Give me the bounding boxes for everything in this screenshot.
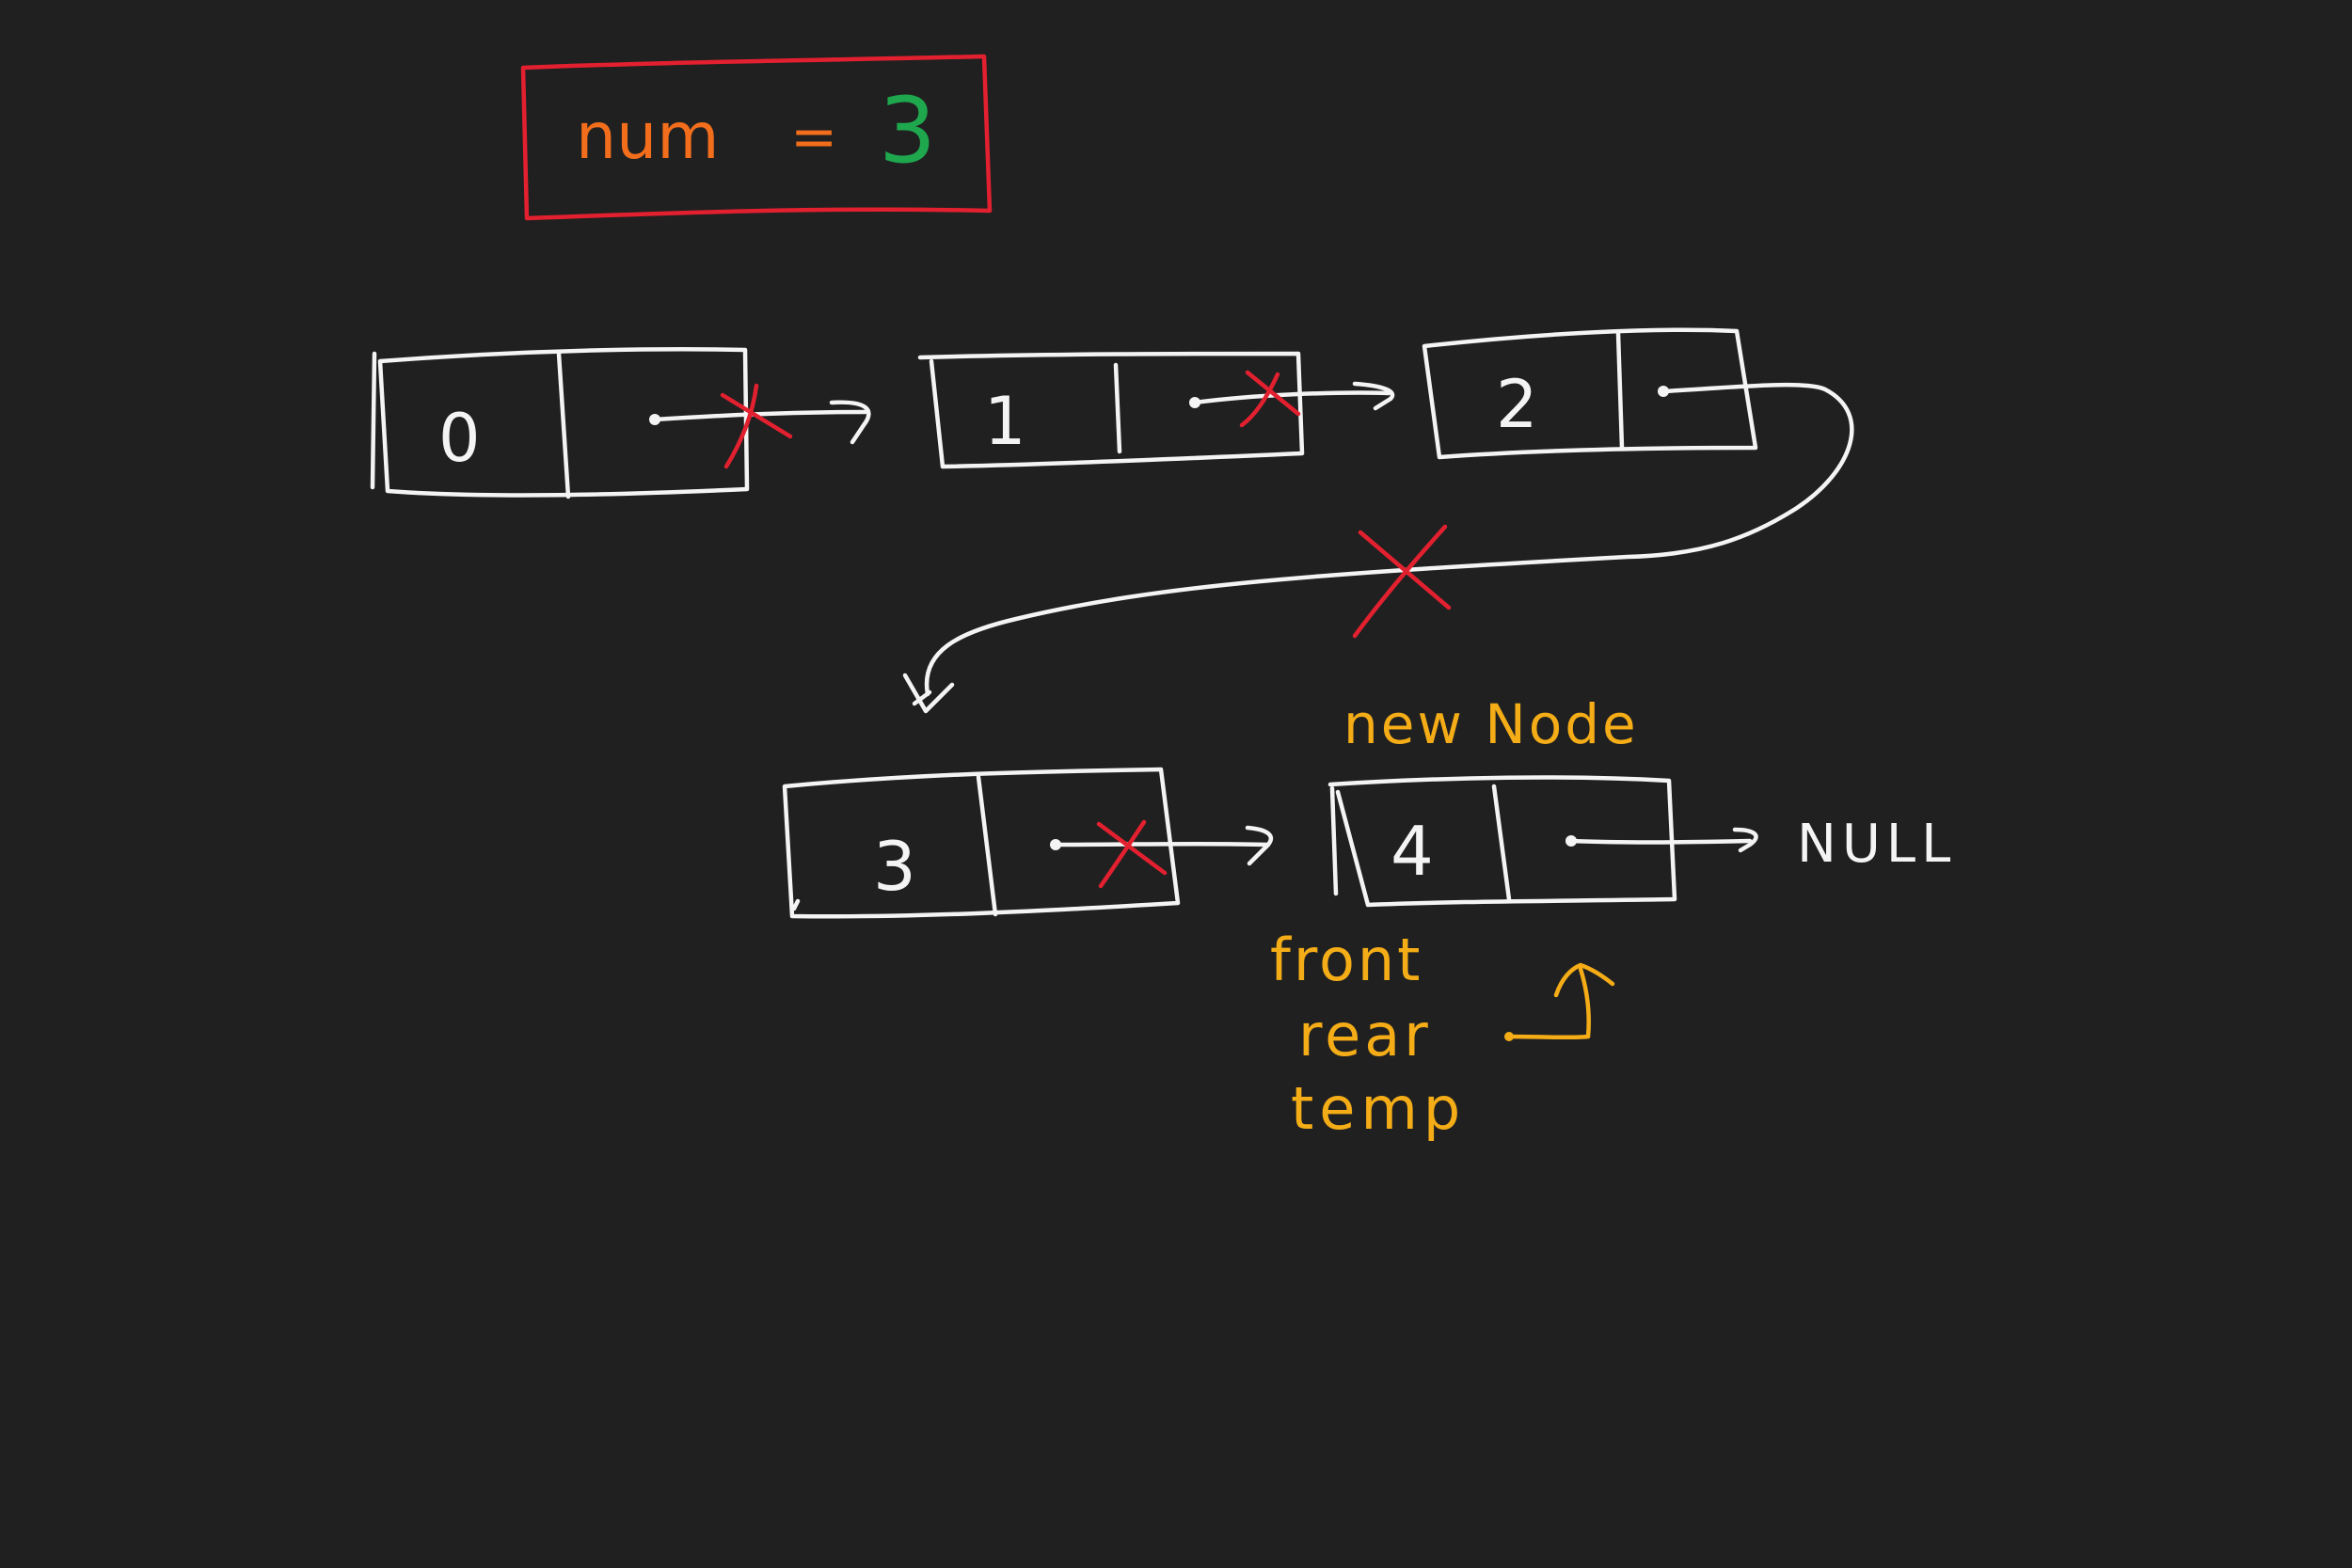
node-4-data: 4 [1391, 812, 1434, 891]
cross-link-1 [1239, 370, 1301, 428]
node-0-border [377, 347, 750, 498]
rear-pointer-label: rear [1298, 1001, 1432, 1069]
link-1-to-2 [1192, 381, 1395, 411]
front-pointer-label: front [1270, 926, 1423, 994]
node-4: 4 [1327, 775, 1677, 908]
null-label: NULL [1797, 814, 1956, 875]
counter-name: num [576, 100, 719, 174]
rear-pointer-arrow [1504, 962, 1615, 1041]
node-3-divider [976, 774, 998, 917]
counter-equals: = [790, 104, 837, 170]
node-1: 1 [917, 351, 1305, 469]
link-4-to-null [1568, 827, 1758, 853]
temp-pointer-label: temp [1291, 1074, 1466, 1143]
link-3-to-4 [1053, 825, 1274, 866]
node-0-data: 0 [438, 400, 481, 477]
link-2-to-3 [902, 382, 1854, 714]
new-node-label: new Node [1343, 692, 1639, 756]
node-2-border [1422, 327, 1758, 460]
node-0: 0 [370, 347, 750, 499]
cross-link-3 [1096, 819, 1168, 889]
node-1-data: 1 [984, 383, 1026, 460]
cross-link-2 [1352, 524, 1452, 639]
node-4-border [1327, 775, 1677, 908]
node-3-data: 3 [873, 827, 916, 906]
node-1-border [917, 351, 1305, 469]
counter-box: num = 3 [520, 54, 993, 221]
node-0-divider [556, 351, 571, 499]
node-3: 3 [782, 767, 1181, 919]
node-2: 2 [1422, 327, 1758, 460]
node-4-divider [1491, 784, 1512, 902]
node-3-border [782, 767, 1181, 919]
counter-border [520, 54, 993, 221]
cross-link-0 [720, 383, 793, 469]
counter-value: 3 [879, 78, 936, 183]
node-2-divider [1615, 330, 1625, 451]
node-1-divider [1113, 362, 1122, 454]
node-2-data: 2 [1496, 366, 1538, 443]
link-0-to-1 [652, 400, 871, 445]
